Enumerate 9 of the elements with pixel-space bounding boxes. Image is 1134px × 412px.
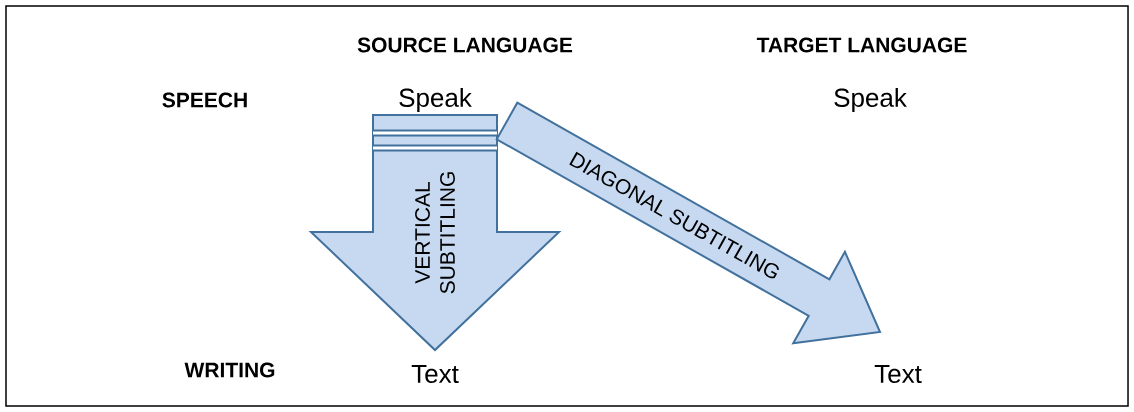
heading-label: TARGET LANGUAGE [756,37,967,53]
heading-label: SOURCE LANGUAGE [357,37,573,53]
heading-label: WRITING [184,362,275,378]
node-text: Text [874,364,922,384]
node-text: Speak [834,87,907,113]
node-text: Text [411,364,459,384]
edge-label: VERTICAL SUBTITLING [414,156,456,309]
node-text: Speak [399,87,472,113]
heading-label: SPEECH [162,92,247,108]
